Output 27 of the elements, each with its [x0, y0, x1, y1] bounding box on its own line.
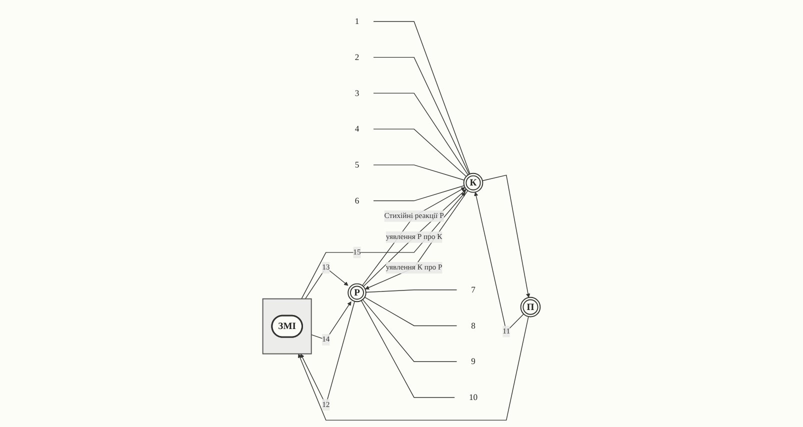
node-circle: К [463, 172, 484, 192]
node-circle: П [520, 296, 541, 317]
node-text: 1 [354, 16, 360, 26]
connector [373, 164, 465, 180]
connector [366, 289, 458, 292]
arrow [298, 316, 529, 420]
node-text: 10 [468, 392, 478, 402]
node-text: 6 [354, 195, 360, 205]
node-text: 2 [354, 52, 360, 62]
connector [373, 20, 470, 174]
connector [360, 300, 455, 398]
arrow [310, 300, 352, 340]
connector [364, 296, 458, 326]
arrow [482, 174, 530, 298]
connector [373, 184, 465, 201]
connector [373, 92, 468, 175]
connector [373, 56, 470, 174]
node-circle: Р [348, 282, 366, 302]
node-text: 4 [354, 124, 360, 134]
cluster [262, 298, 312, 354]
connector [362, 298, 458, 362]
connector [373, 128, 467, 176]
node-text: 3 [354, 88, 360, 98]
node-text: 9 [471, 356, 476, 366]
node-text: 8 [471, 320, 476, 330]
node-text: 5 [354, 159, 360, 169]
node-text: 7 [471, 284, 476, 294]
